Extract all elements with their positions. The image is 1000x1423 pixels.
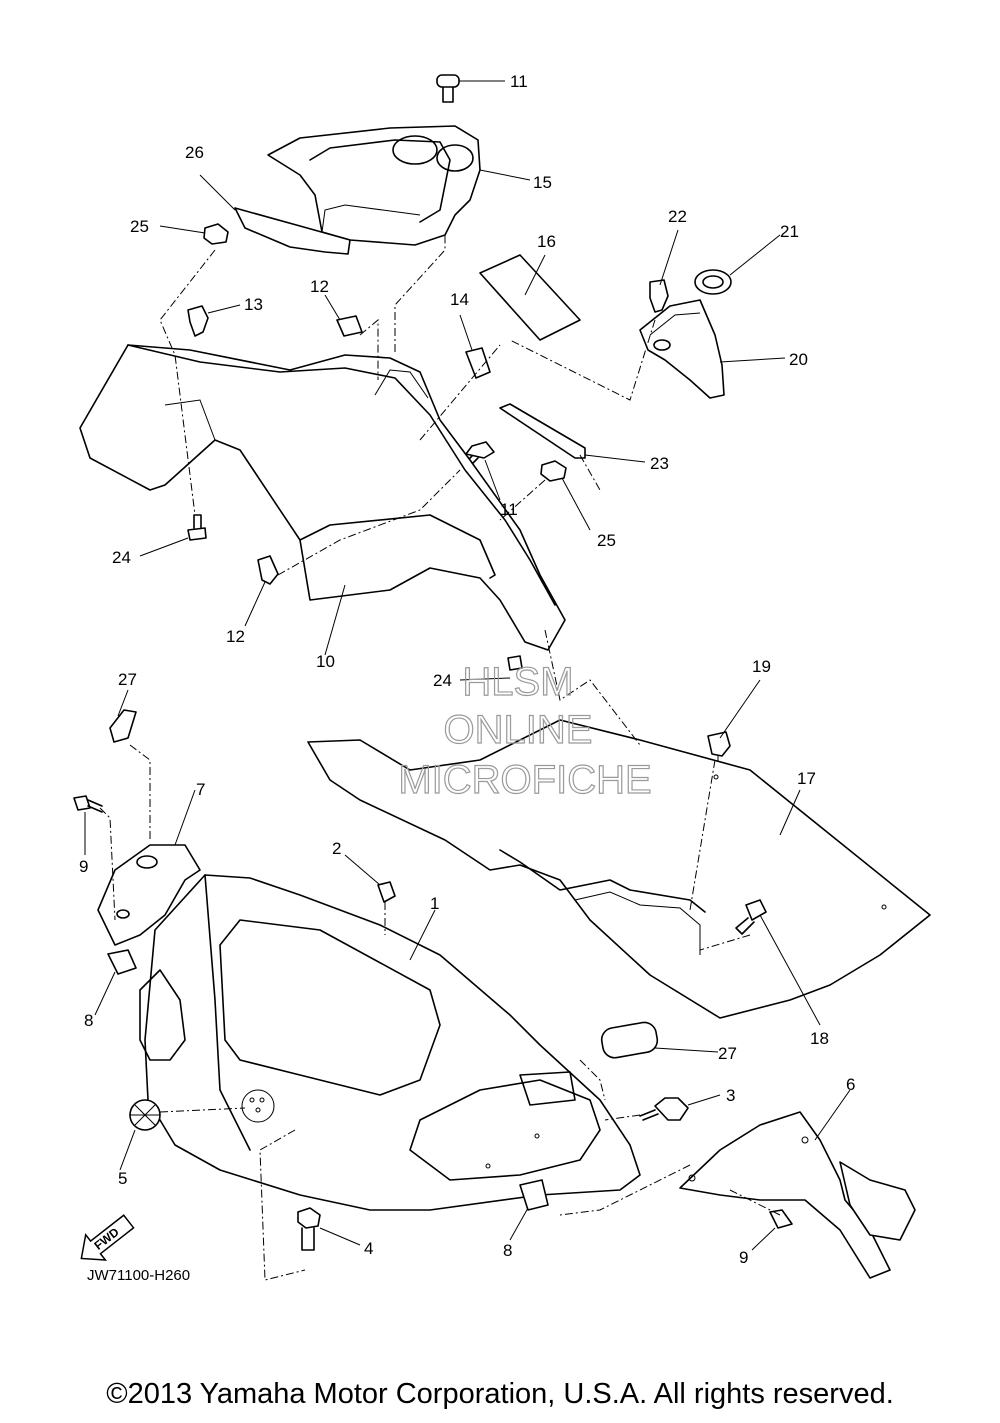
callout-4: 4 [364,1239,373,1258]
part-8-mount [107,949,549,1211]
part-25-nut [203,223,567,482]
callout-20: 20 [789,350,808,369]
callout-23: 23 [650,454,669,473]
callouts: 11 15 26 25 13 12 14 16 22 21 20 23 25 1… [79,72,855,1267]
part-10-upper-hood [79,344,566,651]
part-14-clip [465,347,491,379]
callout-7: 7 [196,780,205,799]
callout-6: 6 [846,1075,855,1094]
callout-25b: 25 [597,531,616,550]
watermark: HLSM ONLINE MICROFICHE [398,659,653,802]
part-11-screw [436,74,495,469]
callout-5: 5 [118,1169,127,1188]
part-21-grommet [694,269,732,295]
callout-8b: 8 [503,1241,512,1260]
watermark-line-1: HLSM [462,660,573,704]
part-24-bolt [187,514,523,671]
part-3-screw [639,1097,689,1121]
part-5-vent-cap [129,1099,161,1131]
callout-9b: 9 [739,1248,748,1267]
part-9-screw [73,795,793,1229]
callout-25: 25 [130,217,149,236]
part-7-bracket [97,844,201,946]
callout-13: 13 [244,295,263,314]
part-1-front-cowl [139,874,641,1211]
callout-11: 11 [510,72,528,91]
leader-lines [84,80,851,1251]
callout-1: 1 [430,894,439,913]
part-15-glove-tray [267,125,481,246]
callout-26: 26 [185,143,204,162]
callout-22: 22 [668,207,687,226]
part-18-clip [735,899,767,935]
part-27-pad [109,709,659,1059]
part-6-rear-guard [679,1111,916,1279]
callout-9: 9 [79,857,88,876]
assembly-lines [99,235,781,1281]
callout-27: 27 [118,670,137,689]
drawing-code: JW71100-H260 [87,1267,190,1284]
part-20-vent-cover [639,299,725,399]
callout-11b: 11 [500,500,518,519]
watermark-line-2: ONLINE [444,708,593,752]
callout-18: 18 [810,1029,829,1048]
part-22-clip [649,279,669,313]
part-2-clip [377,881,396,903]
callout-3: 3 [726,1086,735,1105]
part-4-bolt [297,1207,321,1251]
callout-15: 15 [533,173,552,192]
callout-17: 17 [797,769,816,788]
callout-12b: 12 [226,627,245,646]
callout-24b: 24 [433,671,452,690]
part-12-clip [257,315,363,585]
callout-10: 10 [316,652,335,671]
callout-12: 12 [310,277,329,296]
callout-27b: 27 [718,1044,737,1063]
callout-24: 24 [112,548,131,567]
part-17-floor-panel [307,719,931,1019]
watermark-line-3: MICROFICHE [398,758,651,802]
callout-19: 19 [752,657,771,676]
callout-2: 2 [332,839,341,858]
callout-14: 14 [450,290,469,309]
fwd-arrow-icon: FWD [80,1214,135,1261]
copyright-notice: ©2013 Yamaha Motor Corporation, U.S.A. A… [106,1378,894,1410]
part-23-rail [499,403,586,459]
callout-16: 16 [537,232,556,251]
callout-8: 8 [84,1011,93,1030]
part-16-label [479,254,581,341]
part-26-strip [234,207,351,255]
callout-21: 21 [780,222,799,241]
part-13-clip [187,305,209,337]
